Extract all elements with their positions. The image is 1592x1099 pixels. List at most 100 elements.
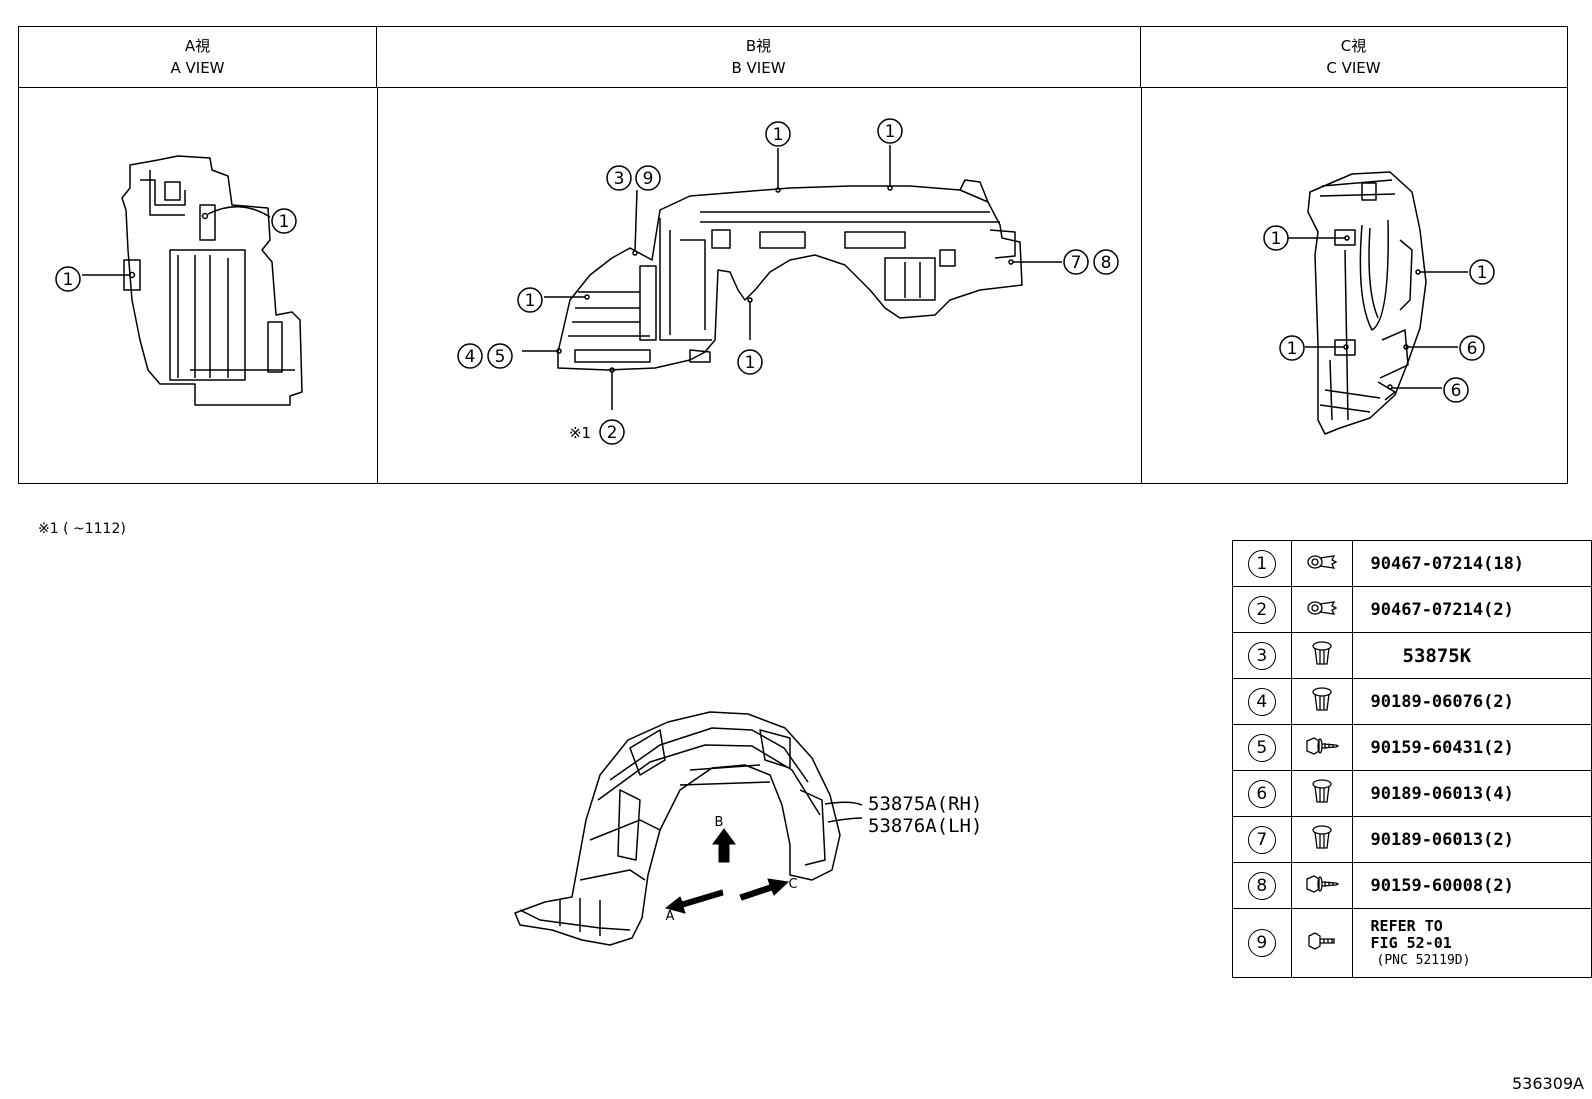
table-row: 9 REFER TO FIG 52-01 (PNC 52119D) bbox=[1232, 908, 1592, 978]
clip-icon bbox=[1290, 586, 1353, 633]
legend-number: 4 bbox=[1247, 687, 1276, 716]
callout-circle bbox=[1469, 259, 1495, 285]
legend-number: 1 bbox=[1247, 549, 1276, 578]
callout-9: 9 bbox=[643, 169, 654, 189]
legend-number: 5 bbox=[1247, 733, 1276, 762]
callout-circle bbox=[877, 118, 903, 144]
callout-group bbox=[55, 118, 1495, 445]
arrow-label-c: C bbox=[788, 877, 797, 892]
callout-1: 1 bbox=[773, 125, 784, 145]
legend-part-number: 90189-06013(2) bbox=[1351, 816, 1592, 863]
callout-1: 1 bbox=[63, 270, 74, 290]
view-divider bbox=[377, 87, 378, 483]
callout-1: 1 bbox=[1477, 263, 1488, 283]
callout-circle bbox=[599, 419, 625, 445]
callout-2: 2 bbox=[607, 423, 618, 443]
part-number-rh: 53875A(RH) bbox=[868, 793, 982, 815]
view-a-arrow bbox=[664, 889, 724, 914]
view-b-arrow bbox=[712, 828, 736, 863]
callout-circle bbox=[1459, 335, 1485, 361]
screw-icon bbox=[1290, 724, 1353, 771]
callout-circle bbox=[1263, 225, 1289, 251]
table-row: 1 90467-07214(18) bbox=[1232, 540, 1592, 587]
callout-circle bbox=[271, 208, 297, 234]
callout-1: 1 bbox=[279, 212, 290, 232]
table-row: 5 90159-60431(2) bbox=[1232, 724, 1592, 771]
callout-circle bbox=[457, 343, 483, 369]
view-divider bbox=[1141, 87, 1142, 483]
callout-5: 5 bbox=[495, 347, 506, 367]
table-row: 4 90189-06076(2) bbox=[1232, 678, 1592, 725]
callout-circle bbox=[55, 266, 81, 292]
callout-circle bbox=[1063, 249, 1089, 275]
view-c-liner-drawing bbox=[1307, 171, 1427, 435]
legend-part-number: 53875K bbox=[1351, 632, 1592, 679]
legend-number: 9 bbox=[1247, 929, 1276, 957]
screw-icon bbox=[1290, 862, 1353, 909]
callout-3: 3 bbox=[614, 169, 625, 189]
legend-part-number: 90189-06013(4) bbox=[1351, 770, 1592, 817]
callout-circle bbox=[487, 343, 513, 369]
callout-7: 7 bbox=[1071, 253, 1082, 273]
push-rivet-icon bbox=[1290, 678, 1353, 725]
parts-legend-table: 1 90467-07214(18) 2 90467-07214(2) 3 538… bbox=[1232, 540, 1592, 978]
push-rivet-icon bbox=[1290, 632, 1353, 679]
footnote: ※1 ( ~1112) bbox=[38, 521, 126, 537]
view-a-label-jp: A視 bbox=[184, 37, 211, 55]
reference-line: REFER TO bbox=[1370, 916, 1443, 935]
callout-6: 6 bbox=[1467, 339, 1478, 359]
view-b-liner-drawing bbox=[556, 179, 1023, 373]
callout-circle bbox=[635, 165, 661, 191]
table-row: 2 90467-07214(2) bbox=[1232, 586, 1592, 633]
table-row: 7 90189-06013(2) bbox=[1232, 816, 1592, 863]
reference-line: FIG 52-01 bbox=[1370, 933, 1452, 952]
callout-8: 8 bbox=[1101, 253, 1112, 273]
legend-number: 8 bbox=[1247, 871, 1276, 900]
view-c-label-jp: C視 bbox=[1340, 37, 1367, 55]
fender-liner-drawing bbox=[514, 711, 841, 946]
callout-circle bbox=[606, 165, 632, 191]
table-row: 6 90189-06013(4) bbox=[1232, 770, 1592, 817]
view-c-arrow bbox=[739, 878, 790, 901]
legend-number: 2 bbox=[1247, 595, 1276, 624]
table-row: 8 90159-60008(2) bbox=[1232, 862, 1592, 909]
view-b-label-jp: B視 bbox=[745, 37, 772, 55]
push-rivet-icon bbox=[1290, 770, 1353, 817]
figure-id: 536309A bbox=[1511, 1074, 1584, 1093]
callout-circle bbox=[737, 349, 763, 375]
callout-1: 1 bbox=[1271, 229, 1282, 249]
callout-circle bbox=[517, 287, 543, 313]
legend-number: 3 bbox=[1247, 641, 1276, 670]
part-number-lh: 53876A(LH) bbox=[868, 815, 982, 837]
arrow-label-a: A bbox=[666, 909, 675, 924]
view-a-liner-drawing bbox=[121, 155, 303, 406]
legend-part-number: 90159-60008(2) bbox=[1351, 862, 1592, 909]
legend-number: 7 bbox=[1247, 825, 1276, 854]
callout-circle bbox=[1279, 335, 1305, 361]
view-frame: A視 A VIEW B視 B VIEW C視 C VIEW bbox=[18, 26, 1568, 484]
legend-number: 6 bbox=[1247, 779, 1276, 808]
view-arrows bbox=[664, 828, 790, 914]
callout-6: 6 bbox=[1451, 381, 1462, 401]
view-a-label-en: A VIEW bbox=[170, 59, 225, 77]
clip-icon bbox=[1290, 540, 1353, 587]
callout-4: 4 bbox=[465, 347, 476, 367]
view-c-label-en: C VIEW bbox=[1326, 59, 1381, 77]
legend-part-number: 90467-07214(2) bbox=[1351, 586, 1592, 633]
view-b-label-en: B VIEW bbox=[731, 59, 786, 77]
note-marker: ※1 bbox=[569, 424, 591, 442]
view-c-header: C視 C VIEW bbox=[1141, 27, 1566, 87]
legend-part-reference: REFER TO FIG 52-01 (PNC 52119D) bbox=[1351, 908, 1592, 978]
push-rivet-icon bbox=[1290, 816, 1353, 863]
table-row: 3 53875K bbox=[1232, 632, 1592, 679]
callout-1: 1 bbox=[885, 122, 896, 142]
arrow-label-b: B bbox=[715, 815, 724, 830]
callout-1: 1 bbox=[525, 291, 536, 311]
legend-part-number: 90467-07214(18) bbox=[1351, 540, 1592, 587]
view-b-header: B視 B VIEW bbox=[377, 27, 1141, 87]
reference-line: (PNC 52119D) bbox=[1376, 952, 1471, 968]
view-a-header: A視 A VIEW bbox=[19, 27, 377, 87]
callout-circle bbox=[765, 121, 791, 147]
callout-1: 1 bbox=[1287, 339, 1298, 359]
